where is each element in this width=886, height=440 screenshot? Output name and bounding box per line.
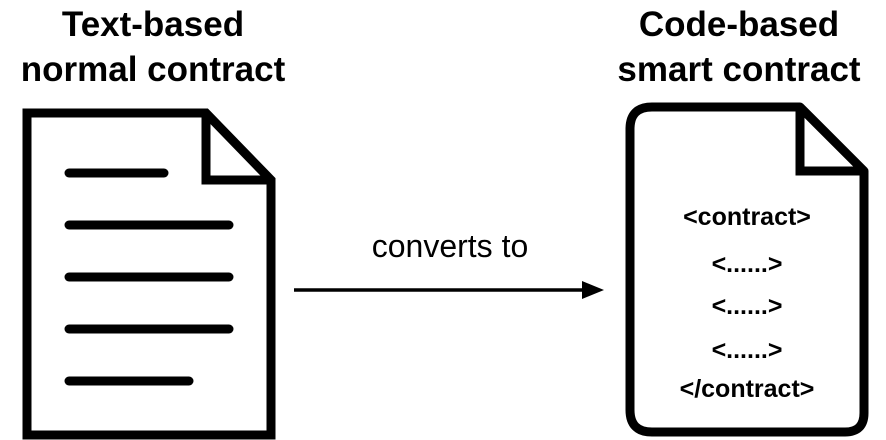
arrow-head-icon bbox=[582, 281, 604, 299]
text-contract-title: Text-based normal contract bbox=[0, 2, 306, 92]
code-document-icon bbox=[625, 102, 869, 437]
document-icon bbox=[22, 108, 276, 440]
code-line-close: </contract> bbox=[679, 375, 815, 403]
arrow-label: converts to bbox=[371, 228, 529, 264]
smart-contract-title: Code-based smart contract bbox=[592, 2, 886, 92]
code-line-open: <contract> bbox=[683, 203, 811, 231]
code-line-body: <......> bbox=[711, 336, 783, 364]
code-line-body: <......> bbox=[711, 250, 783, 278]
converts-arrow bbox=[294, 281, 604, 299]
smart-contract-title-line1: Code-based bbox=[638, 5, 840, 44]
text-contract-title-line1: Text-based bbox=[61, 5, 245, 44]
code-line-body: <......> bbox=[711, 292, 783, 320]
text-contract-title-line2: normal contract bbox=[20, 50, 286, 89]
code-document-corner-fold bbox=[795, 107, 864, 176]
smart-contract-title-line2: smart contract bbox=[617, 50, 861, 89]
document-corner-fold bbox=[201, 113, 271, 185]
code-document-outline bbox=[625, 102, 869, 437]
